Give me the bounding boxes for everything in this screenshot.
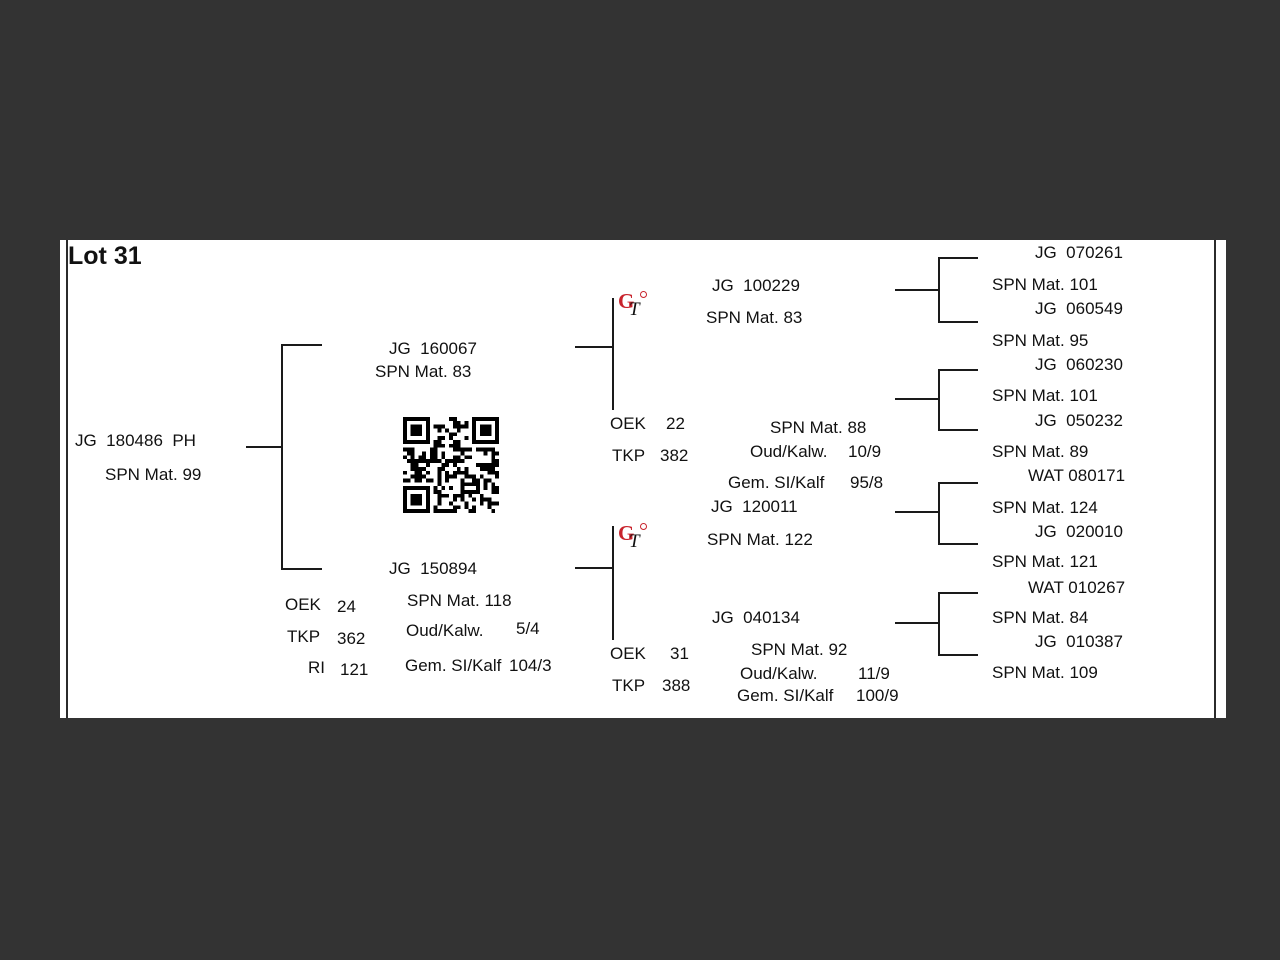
gp1-bracket-line bbox=[938, 257, 940, 323]
sire-milk: SPN Mat. 83 bbox=[375, 362, 472, 381]
great-grandparent-milk: SPN Mat. 121 bbox=[992, 552, 1098, 571]
sire-connector-line bbox=[575, 346, 614, 348]
great-grandparent-name: WAT 080171 bbox=[1028, 466, 1126, 485]
sire-tkp-value: 382 bbox=[660, 446, 689, 465]
gp3-connector-line bbox=[895, 511, 940, 513]
dam-milk: SPN Mat. 118 bbox=[407, 591, 512, 610]
gp4-bracket-line bbox=[938, 592, 940, 656]
great-grandparent-name: JG 070261 bbox=[1035, 243, 1123, 262]
sire-dam-milk: SPN Mat. 88 bbox=[770, 418, 867, 437]
great-grandparent-milk: SPN Mat. 101 bbox=[992, 386, 1098, 405]
dam-bracket-line bbox=[612, 526, 614, 640]
dam-gem-si-kalf-label: Gem. SI/Kalf bbox=[405, 656, 502, 675]
dam-oek-label: OEK bbox=[285, 595, 321, 614]
main-bracket-line bbox=[281, 344, 283, 570]
lot-title: Lot 31 bbox=[68, 242, 142, 270]
dam-dam-gem-si-kalf-value: 100/9 bbox=[856, 686, 899, 705]
sire-oek-value: 22 bbox=[666, 414, 685, 433]
dam-ri-label: RI bbox=[308, 658, 325, 677]
sire-sire-name: JG 100229 bbox=[712, 276, 800, 295]
dam-dam-oud-kalw-label: Oud/Kalw. bbox=[740, 664, 818, 683]
pedigree-page: Lot 31 JG 180486 PH SPN Mat. 99 JG 16006… bbox=[60, 240, 1226, 718]
dam-dam-tkp-label: TKP bbox=[612, 676, 646, 695]
gt-logo-letter-g: G bbox=[618, 289, 635, 313]
dam-oud-kalw-value: 5/4 bbox=[516, 619, 540, 638]
page-right-edge-line bbox=[1214, 240, 1216, 718]
gp2-top-stub bbox=[938, 369, 978, 371]
gt-logo-icon: G T bbox=[616, 521, 648, 557]
dam-dam-oek-label: OEK bbox=[610, 644, 646, 663]
great-grandparent-milk: SPN Mat. 89 bbox=[992, 442, 1089, 461]
great-grandparent-milk: SPN Mat. 109 bbox=[992, 663, 1098, 682]
great-grandparent-name: JG 050232 bbox=[1035, 411, 1123, 430]
great-grandparent-name: JG 020010 bbox=[1035, 522, 1123, 541]
dam-dam-oud-kalw-value: 11/9 bbox=[858, 664, 890, 683]
sire-oek-label: OEK bbox=[610, 414, 646, 433]
sire-tkp-label: TKP bbox=[612, 446, 646, 465]
dam-gem-si-kalf-value: 104/3 bbox=[509, 656, 552, 675]
dam-tkp-value: 362 bbox=[337, 629, 366, 648]
sire-bracket-line bbox=[612, 298, 614, 410]
gp1-connector-line bbox=[895, 289, 940, 291]
gp3-bracket-line bbox=[938, 482, 940, 545]
great-grandparent-name: JG 060549 bbox=[1035, 299, 1123, 318]
dam-oek-value: 24 bbox=[337, 597, 356, 616]
gt-logo-letter-t: T bbox=[629, 531, 640, 552]
great-grandparent-name: JG 060230 bbox=[1035, 355, 1123, 374]
sire-sire-milk: SPN Mat. 83 bbox=[706, 308, 803, 327]
gp2-bottom-stub bbox=[938, 429, 978, 431]
dam-name: JG 150894 bbox=[389, 559, 477, 578]
gp4-top-stub bbox=[938, 592, 978, 594]
qr-code bbox=[401, 413, 501, 517]
great-grandparent-name: WAT 010267 bbox=[1028, 578, 1126, 597]
gt-logo-ring bbox=[640, 291, 647, 298]
gp1-top-stub bbox=[938, 257, 978, 259]
dam-ri-value: 121 bbox=[340, 660, 369, 679]
gp4-bottom-stub bbox=[938, 654, 978, 656]
subject-name: JG 180486 PH bbox=[75, 431, 196, 450]
sire-dam-oud-kalw-label: Oud/Kalw. bbox=[750, 442, 828, 461]
sire-dam-oud-kalw-value: 10/9 bbox=[848, 442, 882, 461]
gp4-connector-line bbox=[895, 622, 940, 624]
great-grandparent-milk: SPN Mat. 101 bbox=[992, 275, 1098, 294]
dam-dam-name: JG 040134 bbox=[712, 608, 800, 627]
subject-connector-line bbox=[246, 446, 283, 448]
dam-dam-oek-value: 31 bbox=[670, 644, 689, 663]
gp1-bottom-stub bbox=[938, 321, 978, 323]
gp3-bottom-stub bbox=[938, 543, 978, 545]
page-left-edge-line bbox=[66, 240, 68, 718]
gt-logo-letter-g: G bbox=[618, 521, 635, 545]
dam-connector-line bbox=[575, 567, 614, 569]
gt-logo-ring bbox=[640, 523, 647, 530]
gp2-bracket-line bbox=[938, 369, 940, 431]
gt-logo-icon: G T bbox=[616, 289, 648, 325]
sire-dam-gem-si-kalf-value: 95/8 bbox=[850, 473, 884, 492]
dam-sire-milk: SPN Mat. 122 bbox=[707, 530, 813, 549]
gp2-connector-line bbox=[895, 398, 940, 400]
great-grandparent-milk: SPN Mat. 124 bbox=[992, 498, 1098, 517]
dam-dam-milk: SPN Mat. 92 bbox=[751, 640, 848, 659]
dam-sire-name: JG 120011 bbox=[711, 497, 798, 516]
dam-tkp-label: TKP bbox=[287, 627, 321, 646]
gt-logo-letter-t: T bbox=[629, 299, 640, 320]
gp3-top-stub bbox=[938, 482, 978, 484]
sire-dam-gem-si-kalf-label: Gem. SI/Kalf bbox=[728, 473, 825, 492]
great-grandparent-milk: SPN Mat. 84 bbox=[992, 608, 1089, 627]
main-bracket-bottom-stub bbox=[281, 568, 322, 570]
dam-dam-gem-si-kalf-label: Gem. SI/Kalf bbox=[737, 686, 834, 705]
main-bracket-top-stub bbox=[281, 344, 322, 346]
great-grandparent-milk: SPN Mat. 95 bbox=[992, 331, 1089, 350]
dam-dam-tkp-value: 388 bbox=[662, 676, 691, 695]
dam-oud-kalw-label: Oud/Kalw. bbox=[406, 621, 484, 640]
sire-name: JG 160067 bbox=[389, 339, 477, 358]
great-grandparent-name: JG 010387 bbox=[1035, 632, 1123, 651]
subject-milk: SPN Mat. 99 bbox=[105, 465, 202, 484]
